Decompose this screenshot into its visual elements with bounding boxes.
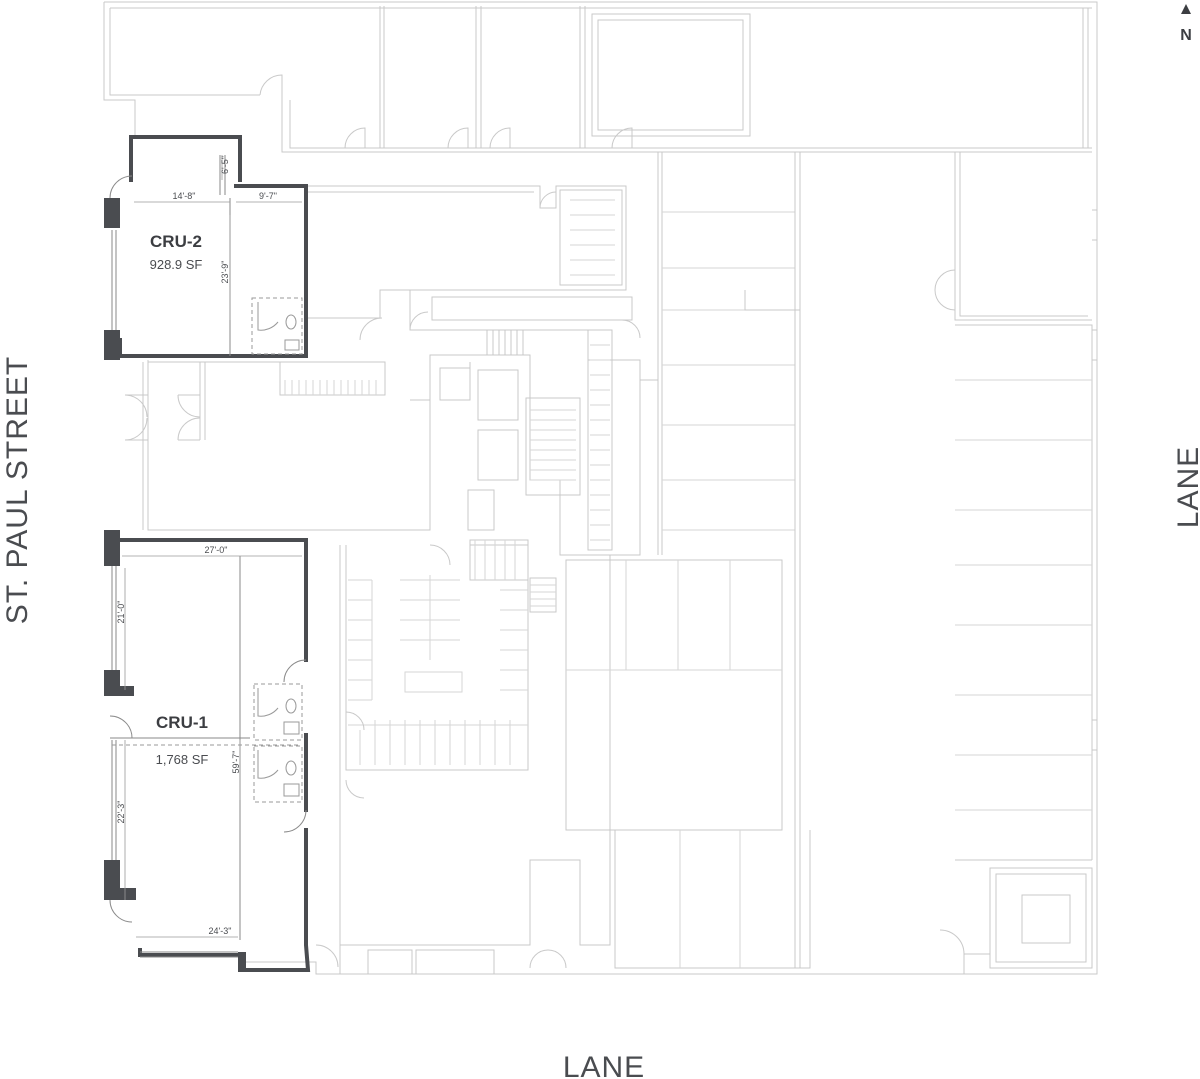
cru-1-storefront <box>111 566 238 958</box>
cru-2-dim-width-main: 14'-8" <box>173 191 196 201</box>
cru-1-name: CRU-1 <box>156 713 208 732</box>
cru-2-pier <box>104 330 120 360</box>
unit-cru-1[interactable]: 27'-0" 24'-3" 21'-0" 22'-3" 59'-7" CRU-1… <box>104 530 311 972</box>
cru-1-pier <box>104 860 120 900</box>
cru-1-dim-front-upper: 21'-0" <box>116 601 126 624</box>
cru-2-pier <box>104 198 120 228</box>
cru-1-area: 1,768 SF <box>156 752 209 767</box>
cru-2-washroom <box>251 297 303 355</box>
cru-2-storefront <box>111 230 117 330</box>
cru-2-dim-depth: 23'-9" <box>220 261 230 284</box>
cru-1-partition <box>110 556 250 940</box>
street-label-east: LANE <box>1172 446 1200 528</box>
cru-2-name: CRU-2 <box>150 232 202 251</box>
cru-2-area: 928.9 SF <box>150 257 203 272</box>
cru-2-door <box>109 175 133 199</box>
cru-1-washroom-lower <box>253 745 303 803</box>
street-label-west: ST. PAUL STREET <box>1 356 34 624</box>
cru-1-pier <box>104 670 120 696</box>
north-arrow-icon: N <box>1180 4 1192 44</box>
cru-1-dim-depth: 59'-7" <box>231 751 241 774</box>
cru-1-dim-width-bottom: 24'-3" <box>209 926 232 936</box>
cru-1-pier <box>120 888 136 900</box>
building-background-linework <box>103 1 1098 975</box>
cru-2-walls <box>118 135 308 358</box>
cru-2-dim-notch: 6'-5" <box>220 156 230 174</box>
cru-1-dim-front-lower: 22'-3" <box>116 801 126 824</box>
cru-1-washroom-upper <box>253 683 303 741</box>
north-arrow-label: N <box>1180 27 1192 44</box>
unit-cru-2[interactable]: 14'-8" 9'-7" 6'-5" 23'-9" CRU-2 928.9 SF <box>104 135 308 360</box>
cru-2-dim-width-side: 9'-7" <box>259 191 277 201</box>
cru-1-pier <box>238 952 246 972</box>
cru-1-pier <box>120 686 134 696</box>
cru-1-dim-width-top: 27'-0" <box>205 545 228 555</box>
cru-1-walls <box>118 538 311 972</box>
cru-1-pier <box>104 530 120 566</box>
cru-1-door <box>109 715 133 923</box>
street-label-south: LANE <box>563 1051 645 1079</box>
